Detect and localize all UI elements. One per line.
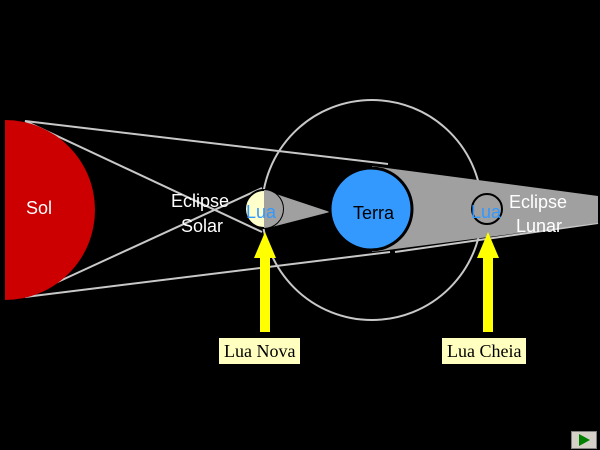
arrow-full-moon-head [477,232,499,258]
play-next-icon [579,434,590,446]
label-sun: Sol [26,198,52,218]
callout-new-moon: Lua Nova [218,337,302,365]
next-slide-button[interactable] [571,431,597,449]
sun-ray-lunar-bottom [394,222,599,253]
arrow-full-moon-shaft [483,258,493,332]
label-solar-eclipse-1: Eclipse [171,191,229,211]
label-solar-eclipse-2: Solar [181,216,223,236]
earth [328,166,414,252]
sun-ray-cross-1 [24,120,263,233]
sun-ray-cross-2 [24,187,263,298]
arrow-new-moon-shaft [260,258,270,332]
label-moon-right: Lua [471,202,502,222]
label-lunar-eclipse-1: Eclipse [509,192,567,212]
arrow-new-moon-head [254,232,276,258]
callout-full-moon: Lua Cheia [441,337,528,365]
label-moon-left: Lua [246,202,277,222]
callout-full-moon-text: Lua Cheia [447,341,522,361]
callout-new-moon-text: Lua Nova [224,341,296,361]
sun-ray-bottom [24,251,391,298]
label-earth: Terra [353,203,395,223]
moon-full [471,193,503,225]
sun-ray-top [24,120,389,165]
moon-new-dark-half [264,190,283,228]
label-lunar-eclipse-2: Lunar [516,216,562,236]
sun [5,120,95,300]
